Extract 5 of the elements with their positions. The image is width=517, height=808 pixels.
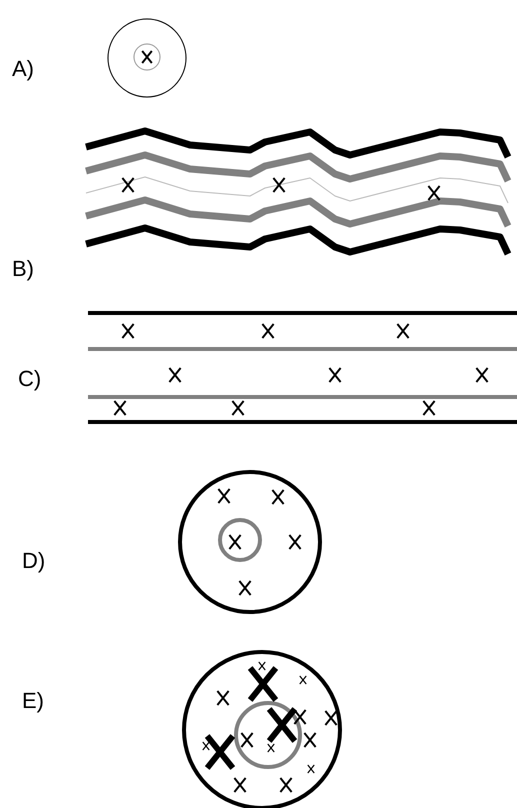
panel-label: D) (22, 550, 46, 572)
panel-label: C) (18, 368, 42, 390)
panel-label: B) (12, 258, 34, 280)
panel-label: A) (12, 58, 34, 80)
panel-label: E) (22, 690, 44, 712)
